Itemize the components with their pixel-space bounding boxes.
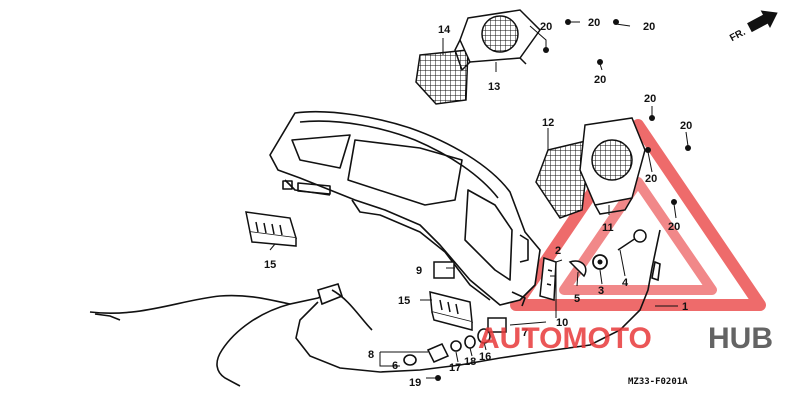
fr-label: FR. bbox=[728, 27, 748, 44]
callout-20-c: 20 bbox=[643, 21, 655, 33]
plate-7 bbox=[487, 317, 507, 333]
watermark-text: AUTOMOTO HUB bbox=[478, 322, 773, 355]
callout-6: 6 bbox=[392, 360, 398, 372]
speaker-housing-13 bbox=[454, 9, 541, 72]
callout-10: 10 bbox=[556, 317, 568, 329]
callout-4: 4 bbox=[622, 277, 629, 289]
speaker-housing-11 bbox=[579, 117, 646, 215]
speedometer-cable-1 bbox=[295, 229, 661, 373]
washer-6 bbox=[403, 354, 417, 366]
callout-19: 19 bbox=[409, 377, 421, 389]
watermark-hub: HUB bbox=[708, 322, 773, 355]
callout-20-b: 20 bbox=[588, 17, 600, 29]
instrument-cover bbox=[269, 110, 541, 307]
callout-16: 16 bbox=[479, 351, 491, 363]
callout-9: 9 bbox=[416, 265, 422, 277]
knob-4 bbox=[617, 229, 647, 251]
leader-lines bbox=[269, 21, 689, 379]
callout-13: 13 bbox=[488, 81, 500, 93]
callout-15-left: 15 bbox=[264, 259, 276, 271]
callout-3: 3 bbox=[598, 285, 604, 297]
front-direction-arrow: FR. bbox=[728, 10, 778, 44]
collar-18 bbox=[464, 335, 476, 349]
callout-20-e: 20 bbox=[644, 93, 656, 105]
clip-5 bbox=[568, 260, 587, 278]
callout-17: 17 bbox=[449, 362, 461, 374]
callout-11: 11 bbox=[602, 222, 614, 234]
callout-1: 1 bbox=[682, 301, 688, 313]
callout-15-lower: 15 bbox=[398, 295, 410, 307]
callout-20-f: 20 bbox=[680, 120, 692, 132]
screw-19 bbox=[435, 375, 441, 381]
callout-7: 7 bbox=[522, 327, 528, 339]
callout-5: 5 bbox=[574, 293, 580, 305]
callout-labels: 14 13 12 11 2 5 3 4 1 10 7 8 6 19 17 18 … bbox=[264, 17, 692, 389]
watermark-automoto: AUTOMOTO bbox=[478, 322, 652, 355]
bracket-2 bbox=[539, 256, 557, 301]
figure-code: MZ33-F0201A bbox=[628, 377, 688, 387]
callout-12: 12 bbox=[542, 117, 554, 129]
watermark-triangle bbox=[510, 119, 766, 311]
callout-20-h: 20 bbox=[668, 221, 680, 233]
callout-20-a: 20 bbox=[540, 21, 552, 33]
fitting-8 bbox=[426, 343, 450, 363]
tachometer-cable bbox=[89, 283, 373, 387]
callout-20-d: 20 bbox=[594, 74, 606, 86]
vent-15-left bbox=[245, 211, 298, 247]
callout-18: 18 bbox=[464, 356, 476, 368]
speaker-grille-14 bbox=[415, 49, 469, 105]
callout-2: 2 bbox=[555, 245, 561, 257]
gear-3 bbox=[592, 254, 608, 270]
washer-17 bbox=[450, 340, 462, 352]
callout-8: 8 bbox=[368, 349, 374, 361]
callout-14: 14 bbox=[438, 24, 451, 36]
plate-9 bbox=[433, 261, 455, 279]
vent-15-lower bbox=[429, 291, 473, 331]
screw-20-group bbox=[543, 19, 691, 205]
callout-20-g: 20 bbox=[645, 173, 657, 185]
